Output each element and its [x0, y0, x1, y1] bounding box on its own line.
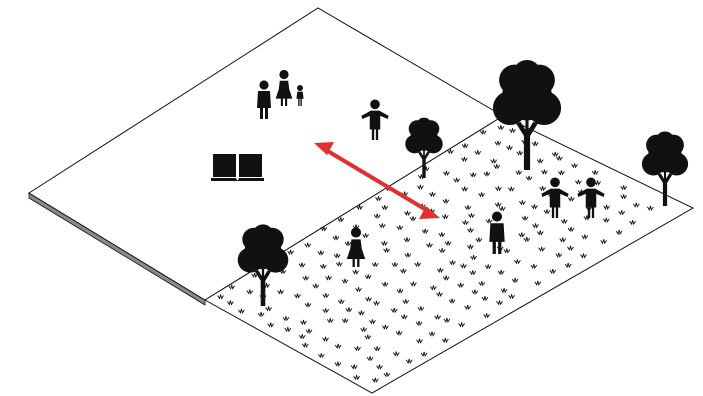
book-icon	[211, 152, 264, 181]
